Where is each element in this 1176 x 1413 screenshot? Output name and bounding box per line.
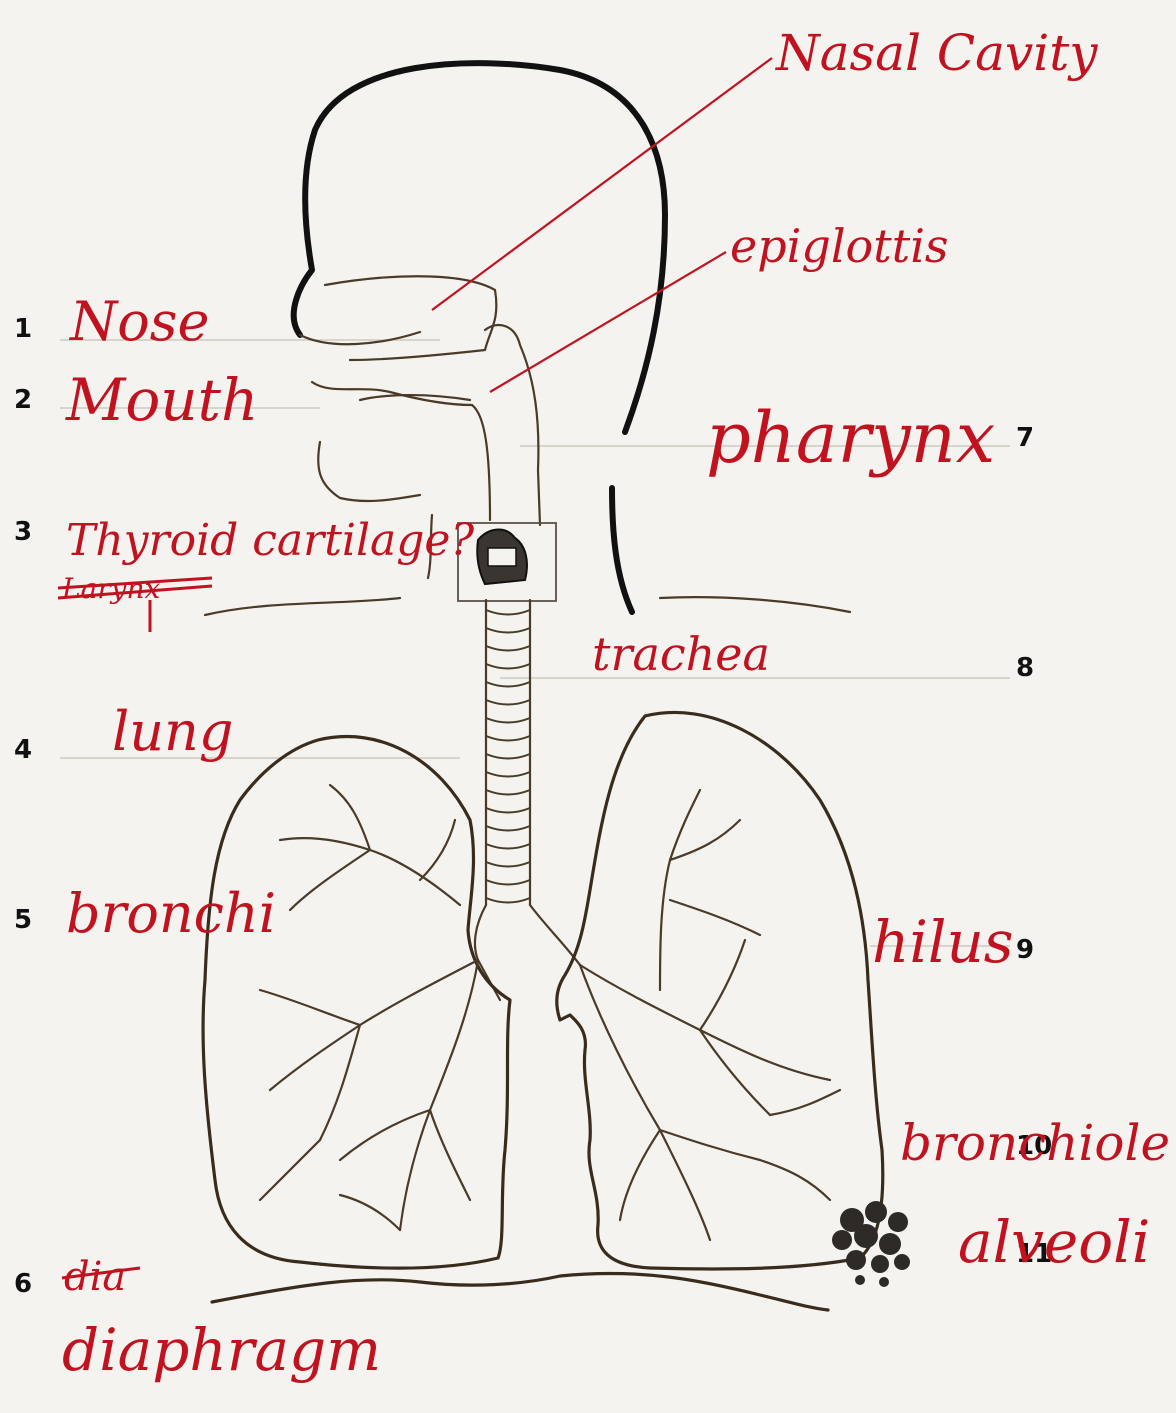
label-mouth: Mouth: [65, 366, 258, 434]
label-thyroid-cartilage: Thyroid cartilage?: [66, 515, 474, 566]
number-4: 4: [14, 735, 32, 765]
label-diaphragm: diaphragm: [62, 1316, 381, 1384]
alveoli-cluster-drawing: [832, 1201, 910, 1287]
number-3: 3: [14, 517, 32, 547]
number-2: 2: [14, 385, 32, 415]
label-nose: Nose: [68, 290, 209, 353]
svg-text:Larynx: Larynx: [61, 572, 161, 605]
left-lung-drawing: [203, 737, 510, 1269]
label-bronchi: bronchi: [66, 882, 276, 945]
number-1: 1: [14, 314, 32, 344]
label-bronchiole: bronchiole: [900, 1114, 1170, 1172]
number-8: 8: [1016, 653, 1034, 683]
crossed-out-word: Larynx: [58, 572, 212, 632]
trachea-rings: [486, 610, 530, 903]
handwritten-answers: Nose Mouth Thyroid cartilage? Larynx lun…: [58, 24, 1170, 1384]
label-lung: lung: [112, 700, 233, 763]
label-trachea: trachea: [592, 627, 770, 681]
label-epiglottis: epiglottis: [730, 219, 949, 273]
scratched-word: dia: [62, 1254, 140, 1300]
number-6: 6: [14, 1269, 32, 1299]
right-lung-drawing: [557, 712, 883, 1269]
airway-drawing: [458, 325, 580, 1000]
label-pharynx: pharynx: [706, 397, 995, 479]
number-9: 9: [1016, 935, 1034, 965]
answer-pointer-lines: [432, 58, 772, 392]
label-hilus: hilus: [872, 908, 1014, 976]
diaphragm-line: [212, 1273, 828, 1310]
label-alveoli: alveoli: [958, 1208, 1150, 1276]
number-7: 7: [1016, 423, 1034, 453]
number-5: 5: [14, 905, 32, 935]
label-nasal-cavity: Nasal Cavity: [775, 24, 1098, 82]
